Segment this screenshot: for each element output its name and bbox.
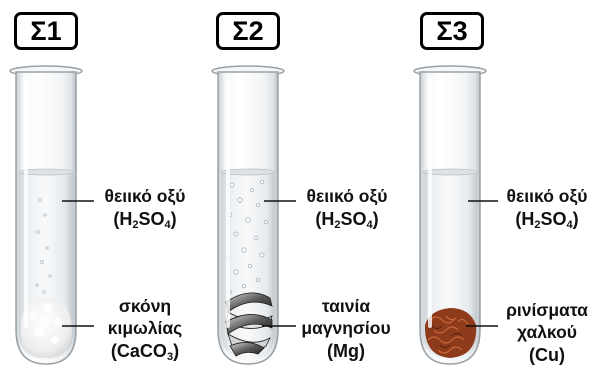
leader-lines [62,200,498,327]
bubbles-s2 [225,179,268,294]
acid-callout-s1: θειικό οξύ (H2SO4) [96,186,194,230]
magnesium-ribbon [225,292,273,357]
solid-line2: χαλκού [517,321,577,342]
copper-filings [424,308,477,358]
tube-label-s2: Σ2 [216,12,280,50]
test-tube-s1 [9,65,83,365]
tube-label-s1: Σ1 [14,12,78,50]
acid-formula: (H2SO4) [113,208,177,231]
solid-line1: ρινίσματα [506,300,588,320]
acid-name: θειικό οξύ [506,186,588,206]
solid-callout-s3: ρινίσματα χαλκού (Cu) [500,300,594,366]
solid-line2: μαγνησίου [301,317,391,338]
tube-label-s3: Σ3 [420,12,484,50]
acid-formula: (H2SO4) [315,208,379,231]
solid-line2: κιμωλίας [107,317,183,338]
acid-callout-s3: θειικό οξύ (H2SO4) [500,186,594,230]
solid-callout-s2: ταινία μαγνησίου (Mg) [292,296,400,362]
acid-name: θειικό οξύ [306,186,388,206]
solid-line1: σκόνη [118,296,172,316]
solid-formula: (Mg) [327,340,365,361]
bubbles-s1 [35,198,52,294]
acid-callout-s2: θειικό οξύ (H2SO4) [298,186,396,230]
test-tube-s3 [413,65,487,365]
solid-formula: (Cu) [529,344,565,365]
test-tube-s2 [211,65,285,365]
solid-line1: ταινία [321,296,371,316]
solid-callout-s1: σκόνη κιμωλίας (CaCO3) [96,296,194,362]
solid-formula: (CaCO3) [110,340,180,363]
acid-name: θειικό οξύ [104,186,186,206]
acid-formula: (H2SO4) [515,208,579,231]
